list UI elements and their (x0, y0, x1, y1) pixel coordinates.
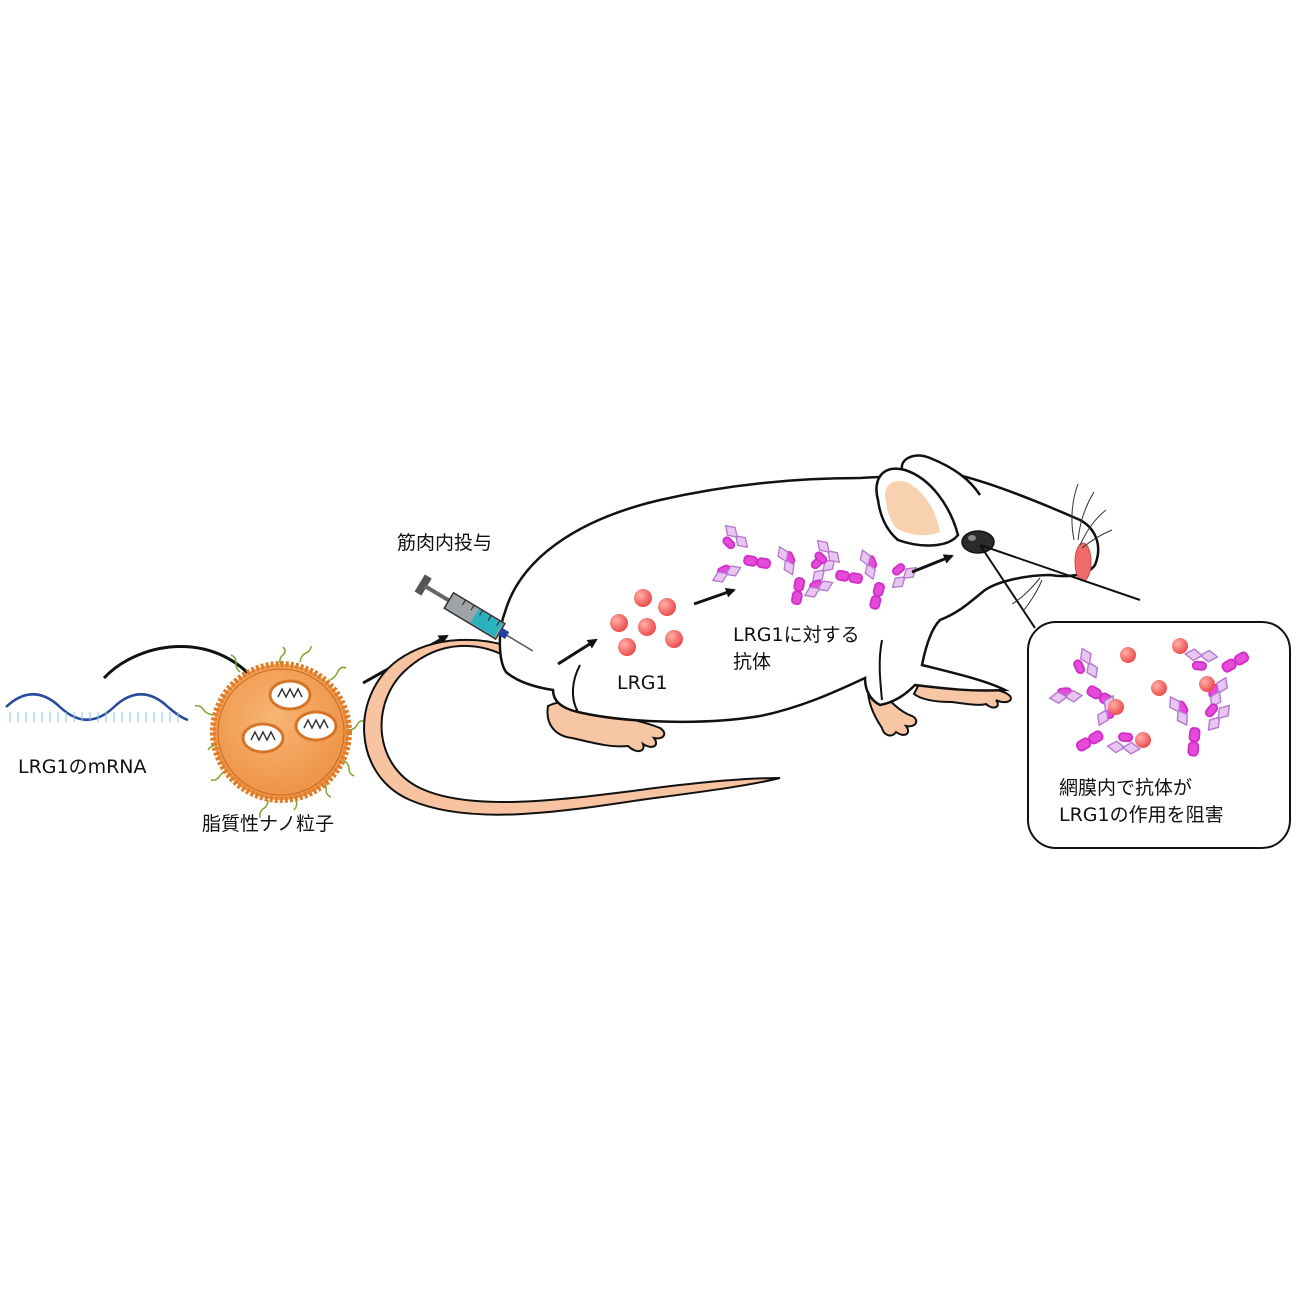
antibody-label-line2: 抗体 (733, 651, 772, 673)
mouse-front-leg (878, 639, 883, 701)
retina-arrow (911, 554, 954, 574)
immune-response-arrow (693, 587, 736, 606)
callout-pointer (979, 544, 1141, 629)
mouse-ear-back (900, 454, 982, 496)
mouse-whiskers (1011, 483, 1113, 611)
lrg1-dot (1120, 647, 1136, 663)
lipid-nanoparticle (194, 645, 365, 819)
lrg1-dot (1108, 699, 1124, 715)
lrg1-dot (1199, 676, 1215, 692)
mouse-ear-inner (885, 480, 940, 536)
expression-arrow (557, 638, 598, 666)
lrg1-dot (1135, 732, 1151, 748)
lrg1-dot (638, 618, 656, 636)
lrg1-dot (658, 598, 676, 616)
mouse-hind-leg (572, 664, 581, 713)
syringe (414, 574, 534, 652)
callout-text-line1: 網膜内で抗体が (1059, 777, 1193, 799)
antibody-label-line1: LRG1に対する (733, 624, 860, 646)
nanoparticle-label: 脂質性ナノ粒子 (202, 813, 335, 835)
mrna-label: LRG1のmRNA (18, 756, 147, 778)
injection-label: 筋肉内投与 (397, 532, 493, 554)
mouse-nose (1074, 542, 1092, 582)
lrg1-label: LRG1 (617, 672, 668, 694)
lrg1-proteins (610, 589, 683, 656)
mrna-strand (5, 693, 189, 722)
lrg1-dot (610, 614, 628, 632)
mrna-bases (9, 712, 179, 722)
mouse-tail (363, 638, 781, 816)
lrg1-dot (618, 638, 636, 656)
callout-text-line2: LRG1の作用を阻害 (1059, 804, 1224, 826)
lrg1-dot (1151, 680, 1167, 696)
callout-lrg1 (1108, 638, 1215, 748)
lrg1-dot (665, 630, 683, 648)
lrg1-dot (1172, 638, 1188, 654)
lrg1-dot (634, 589, 652, 607)
mouse-eye (961, 530, 995, 554)
encapsulation-arrow (102, 645, 264, 692)
